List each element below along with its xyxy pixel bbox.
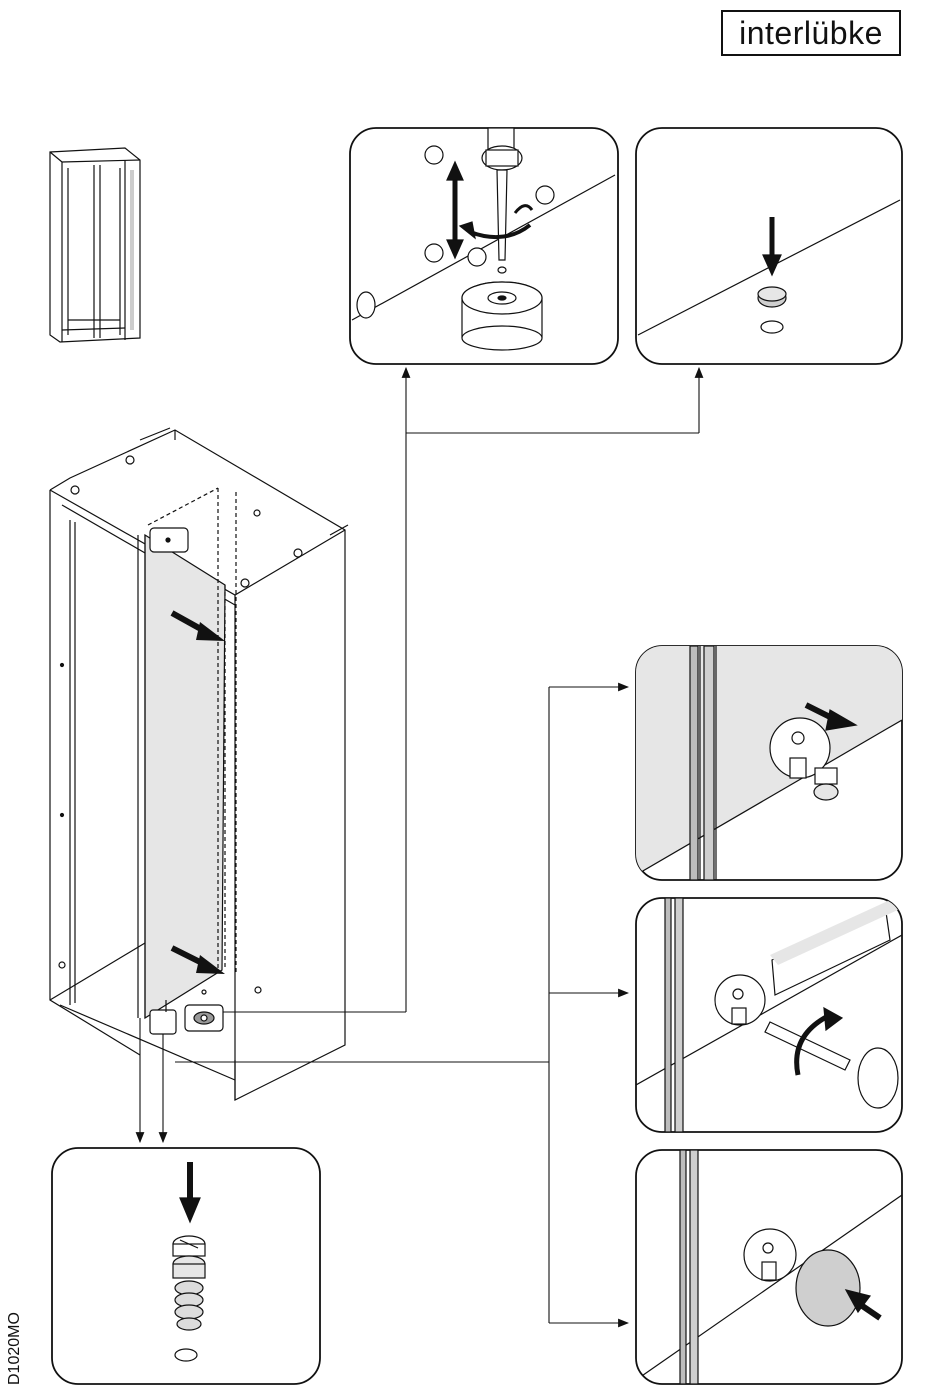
detail-slide-connector — [636, 646, 902, 880]
detail-insert-cover — [636, 1150, 902, 1384]
cabinet-main — [50, 428, 348, 1100]
wardrobe-thumbnail — [50, 148, 140, 342]
detail-insert-fastener — [52, 1148, 320, 1384]
detail-adjust-leveler — [350, 128, 618, 364]
detail-tighten-screw — [636, 898, 902, 1132]
detail-insert-cap — [636, 128, 902, 364]
